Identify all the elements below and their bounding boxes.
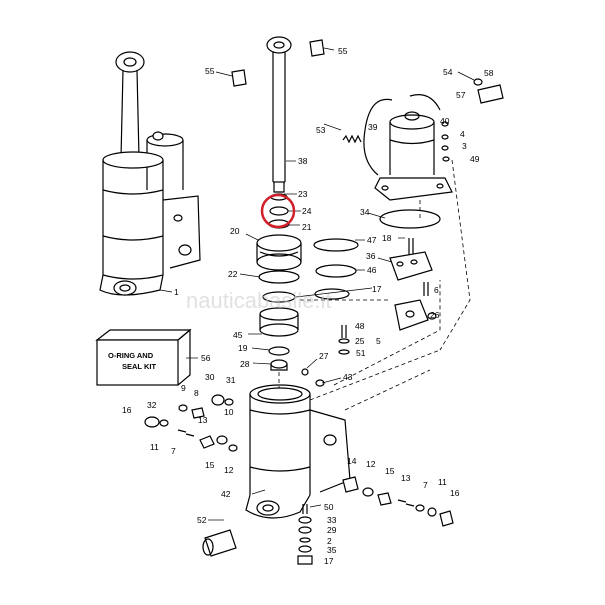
callout-12-left: 12 <box>224 465 234 475</box>
callout-7-left: 7 <box>171 446 176 456</box>
seal-kit-box <box>95 328 192 386</box>
callout-35: 35 <box>327 545 337 555</box>
callout-49: 49 <box>470 154 480 164</box>
callout-43: 43 <box>343 372 353 382</box>
callout-23: 23 <box>298 189 308 199</box>
bushing-52 <box>204 529 237 557</box>
piston-head <box>256 234 302 271</box>
piston-body <box>259 307 299 337</box>
assembly-lines <box>278 159 471 411</box>
callout-22: 22 <box>228 269 238 279</box>
callout-13-right: 13 <box>401 473 411 483</box>
callouts: 1 2 3 4 5 6 7 7 8 9 10 11 11 12 12 13 13… <box>122 46 494 566</box>
trim-rod <box>266 36 292 193</box>
callout-7-right: 7 <box>423 480 428 490</box>
callout-21: 21 <box>302 222 312 232</box>
callout-19: 19 <box>238 343 248 353</box>
callout-11-left: 11 <box>150 442 159 452</box>
callout-14: 14 <box>347 456 357 466</box>
callout-39: 39 <box>368 122 378 132</box>
o-ring-34 <box>379 209 441 229</box>
pump-36 <box>389 251 433 281</box>
callout-15-left: 15 <box>205 460 215 470</box>
seal-stack <box>268 193 290 229</box>
callout-51: 51 <box>356 348 366 358</box>
nut-28 <box>270 359 288 369</box>
o-ring-47 <box>313 238 359 252</box>
callout-52: 52 <box>197 515 207 525</box>
callout-55-right: 55 <box>338 46 348 56</box>
callout-50: 50 <box>324 502 334 512</box>
callout-55-left: 55 <box>205 66 215 76</box>
callout-28: 28 <box>240 359 250 369</box>
callout-2: 2 <box>327 536 332 546</box>
callout-18: 18 <box>382 233 392 243</box>
callout-6: 6 <box>434 285 439 295</box>
left-fittings <box>144 394 238 452</box>
callout-16-right: 16 <box>450 488 460 498</box>
callout-31: 31 <box>226 375 236 385</box>
callout-42: 42 <box>221 489 231 499</box>
callout-45: 45 <box>233 330 243 340</box>
callout-1: 1 <box>174 287 179 297</box>
callout-16-left: 16 <box>122 405 132 415</box>
callout-5: 5 <box>376 336 381 346</box>
callout-33: 33 <box>327 515 337 525</box>
callout-8: 8 <box>194 388 199 398</box>
callout-56: 56 <box>201 353 211 363</box>
callout-17-bottom: 17 <box>324 556 334 566</box>
watermark: nauticabasile.it <box>186 288 332 313</box>
callout-32: 32 <box>147 400 157 410</box>
kit-label-line1: O-RING AND <box>108 351 154 360</box>
callout-48: 48 <box>355 321 365 331</box>
callout-15-right: 15 <box>385 466 395 476</box>
callout-26: 26 <box>430 310 440 320</box>
callout-24: 24 <box>302 206 312 216</box>
callout-11-right: 11 <box>438 477 447 487</box>
callout-57: 57 <box>456 90 466 100</box>
ring-19 <box>268 346 290 356</box>
callout-13-left: 13 <box>198 415 208 425</box>
callout-4: 4 <box>460 129 465 139</box>
callout-58: 58 <box>484 68 494 78</box>
callout-40: 40 <box>440 116 450 126</box>
leader-lines <box>159 47 475 521</box>
assembled-unit <box>99 51 201 296</box>
callout-38: 38 <box>298 156 308 166</box>
pin-18 <box>408 238 414 255</box>
kit-label-line2: SEAL KIT <box>122 362 156 371</box>
callout-34: 34 <box>360 207 370 217</box>
callout-12-right: 12 <box>366 459 376 469</box>
o-ring-46 <box>315 264 357 278</box>
o-ring-17b <box>314 288 350 300</box>
callout-27: 27 <box>319 351 329 361</box>
callout-3: 3 <box>462 141 467 151</box>
right-fittings <box>342 476 454 527</box>
callout-53: 53 <box>316 125 326 135</box>
spring-53 <box>342 134 362 144</box>
callout-47: 47 <box>367 235 377 245</box>
callout-29: 29 <box>327 525 337 535</box>
callout-36: 36 <box>366 251 376 261</box>
highlight-circle <box>260 193 296 229</box>
bottom-stack <box>297 504 313 565</box>
callout-9: 9 <box>181 383 186 393</box>
o-ring-22 <box>258 270 300 284</box>
callout-30: 30 <box>205 372 215 382</box>
callout-25: 25 <box>355 336 365 346</box>
callout-20: 20 <box>230 226 240 236</box>
pump-motor <box>363 94 453 201</box>
callout-46: 46 <box>367 265 377 275</box>
callout-54: 54 <box>443 67 453 77</box>
o-ring-17 <box>262 291 296 303</box>
valve-body-26 <box>394 299 429 331</box>
callout-10: 10 <box>224 407 234 417</box>
cylinder-housing <box>245 368 351 519</box>
callout-17-top: 17 <box>372 284 382 294</box>
